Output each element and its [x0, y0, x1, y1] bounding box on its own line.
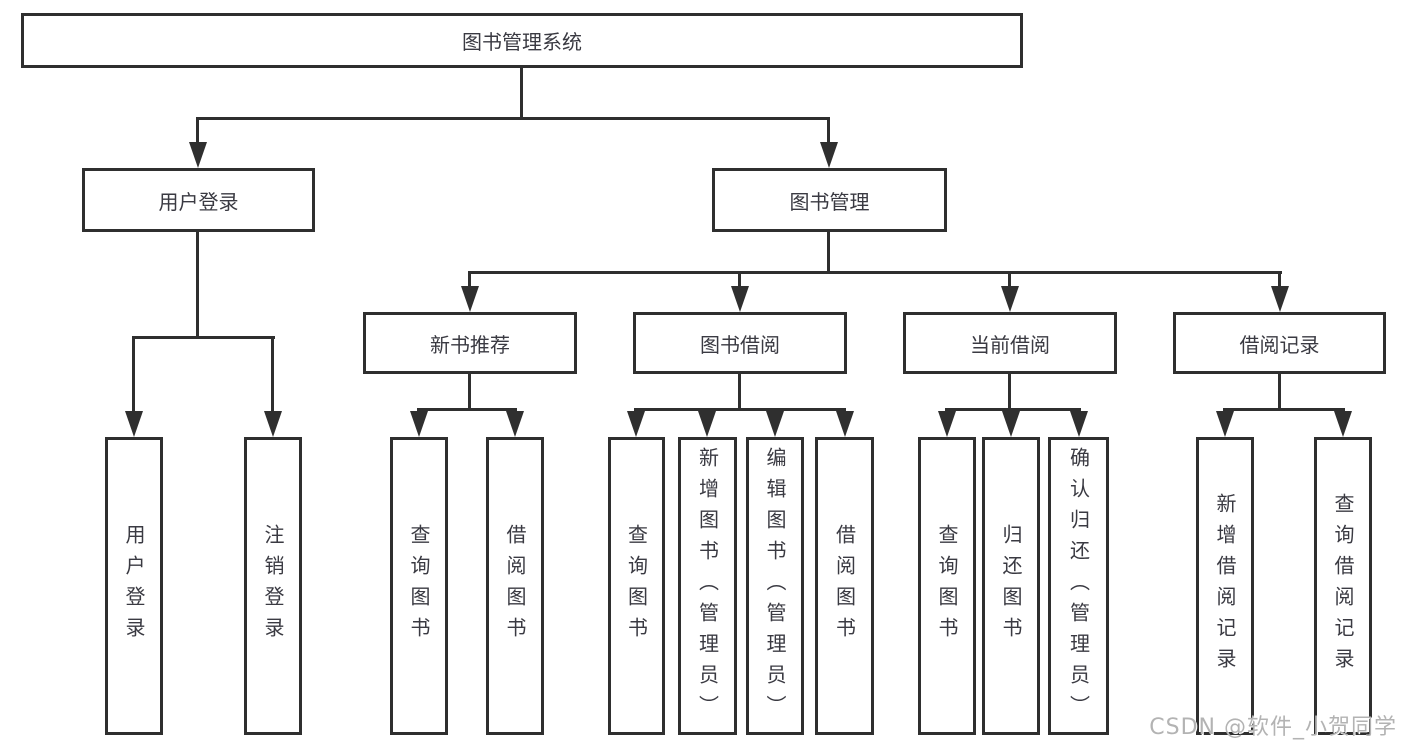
arrowhead-book-mgmt — [820, 142, 838, 168]
connector-drop-current-borrow — [1008, 271, 1011, 289]
leaf-borrow-add-admin: 新增图书（管理员） — [678, 437, 737, 735]
arrowhead-user-login — [189, 142, 207, 168]
leaf-newbook-query-label: 查询图书 — [407, 524, 431, 648]
node-borrow-records: 借阅记录 — [1173, 312, 1386, 374]
connector-borrow-records-bar — [1223, 408, 1345, 411]
leaf-current-confirm-admin: 确认归还（管理员） — [1048, 437, 1109, 735]
leaf-borrow-borrow-label: 借阅图书 — [832, 524, 857, 648]
leaf-logout-label: 注销登录 — [261, 524, 285, 648]
connector-drop-user-login — [196, 117, 199, 147]
node-current-borrow-label: 当前借阅 — [970, 332, 1050, 357]
arrowhead-cb-return — [1002, 411, 1020, 437]
connector-drop-leaf-logout — [271, 336, 274, 414]
leaf-current-return: 归还图书 — [982, 437, 1040, 735]
connector-book-borrow-stem — [738, 374, 741, 411]
arrowhead-cb-query — [938, 411, 956, 437]
arrowhead-br-query — [1334, 411, 1352, 437]
leaf-newbook-borrow: 借阅图书 — [486, 437, 544, 735]
arrowhead-cb-confirm — [1070, 411, 1088, 437]
arrowhead-br-add — [1216, 411, 1234, 437]
arrowhead-borrow-records — [1271, 286, 1289, 312]
connector-book-mgmt-bar — [468, 271, 1282, 274]
node-book-borrow-label: 图书借阅 — [700, 332, 780, 357]
connector-current-borrow-bar — [945, 408, 1081, 411]
leaf-user-login: 用户登录 — [105, 437, 163, 735]
leaf-current-confirm-admin-label: 确认归还（管理员） — [1066, 446, 1091, 726]
node-root-label: 图书管理系统 — [462, 30, 582, 54]
arrowhead-bb-query — [627, 411, 645, 437]
connector-root-bar — [196, 117, 830, 120]
leaf-records-query: 查询借阅记录 — [1314, 437, 1372, 735]
node-user-login: 用户登录 — [82, 168, 315, 232]
leaf-records-query-label: 查询借阅记录 — [1331, 493, 1355, 679]
connector-drop-new-book — [468, 271, 471, 289]
leaf-newbook-borrow-label: 借阅图书 — [503, 524, 527, 648]
node-new-book-recommend-label: 新书推荐 — [430, 332, 510, 357]
node-new-book-recommend: 新书推荐 — [363, 312, 577, 374]
leaf-newbook-query: 查询图书 — [390, 437, 448, 735]
connector-book-mgmt-stem — [827, 232, 830, 274]
leaf-records-add: 新增借阅记录 — [1196, 437, 1254, 735]
node-root: 图书管理系统 — [21, 13, 1023, 68]
leaf-borrow-edit-admin: 编辑图书（管理员） — [746, 437, 804, 735]
node-book-management: 图书管理 — [712, 168, 947, 232]
arrowhead-bb-borrow — [836, 411, 854, 437]
connector-current-borrow-stem — [1008, 374, 1011, 411]
arrowhead-nb-query — [410, 411, 428, 437]
connector-drop-leaf-user-login — [132, 336, 135, 414]
connector-new-book-stem — [468, 374, 471, 411]
connector-new-book-bar — [417, 408, 517, 411]
node-borrow-records-label: 借阅记录 — [1239, 332, 1320, 357]
connector-drop-book-borrow — [738, 271, 741, 289]
node-book-management-label: 图书管理 — [789, 189, 870, 214]
arrowhead-nb-borrow — [506, 411, 524, 437]
arrowhead-leaf-user-login — [125, 411, 143, 437]
connector-root-stem — [520, 68, 523, 119]
leaf-borrow-add-admin-label: 新增图书（管理员） — [695, 446, 720, 726]
leaf-user-login-label: 用户登录 — [122, 524, 146, 648]
leaf-current-query-label: 查询图书 — [935, 524, 959, 648]
connector-user-login-bar — [132, 336, 275, 339]
connector-book-borrow-bar — [634, 408, 846, 411]
arrowhead-book-borrow — [731, 286, 749, 312]
leaf-borrow-query-label: 查询图书 — [624, 524, 649, 648]
leaf-borrow-query: 查询图书 — [608, 437, 665, 735]
arrowhead-bb-edit — [766, 411, 784, 437]
arrowhead-current-borrow — [1001, 286, 1019, 312]
arrowhead-leaf-logout — [264, 411, 282, 437]
leaf-current-return-label: 归还图书 — [999, 524, 1023, 648]
arrowhead-new-book — [461, 286, 479, 312]
leaf-borrow-edit-admin-label: 编辑图书（管理员） — [763, 446, 787, 726]
connector-drop-book-mgmt — [827, 117, 830, 147]
node-book-borrow: 图书借阅 — [633, 312, 847, 374]
leaf-current-query: 查询图书 — [918, 437, 976, 735]
leaf-records-add-label: 新增借阅记录 — [1213, 493, 1237, 679]
leaf-borrow-borrow: 借阅图书 — [815, 437, 874, 735]
watermark: CSDN @软件_小贺同学 — [1149, 715, 1397, 740]
leaf-logout: 注销登录 — [244, 437, 302, 735]
node-current-borrow: 当前借阅 — [903, 312, 1117, 374]
arrowhead-bb-add — [698, 411, 716, 437]
connector-drop-borrow-records — [1278, 271, 1281, 289]
node-user-login-label: 用户登录 — [158, 189, 239, 214]
connector-user-login-stem — [196, 232, 199, 339]
connector-borrow-records-stem — [1278, 374, 1281, 411]
